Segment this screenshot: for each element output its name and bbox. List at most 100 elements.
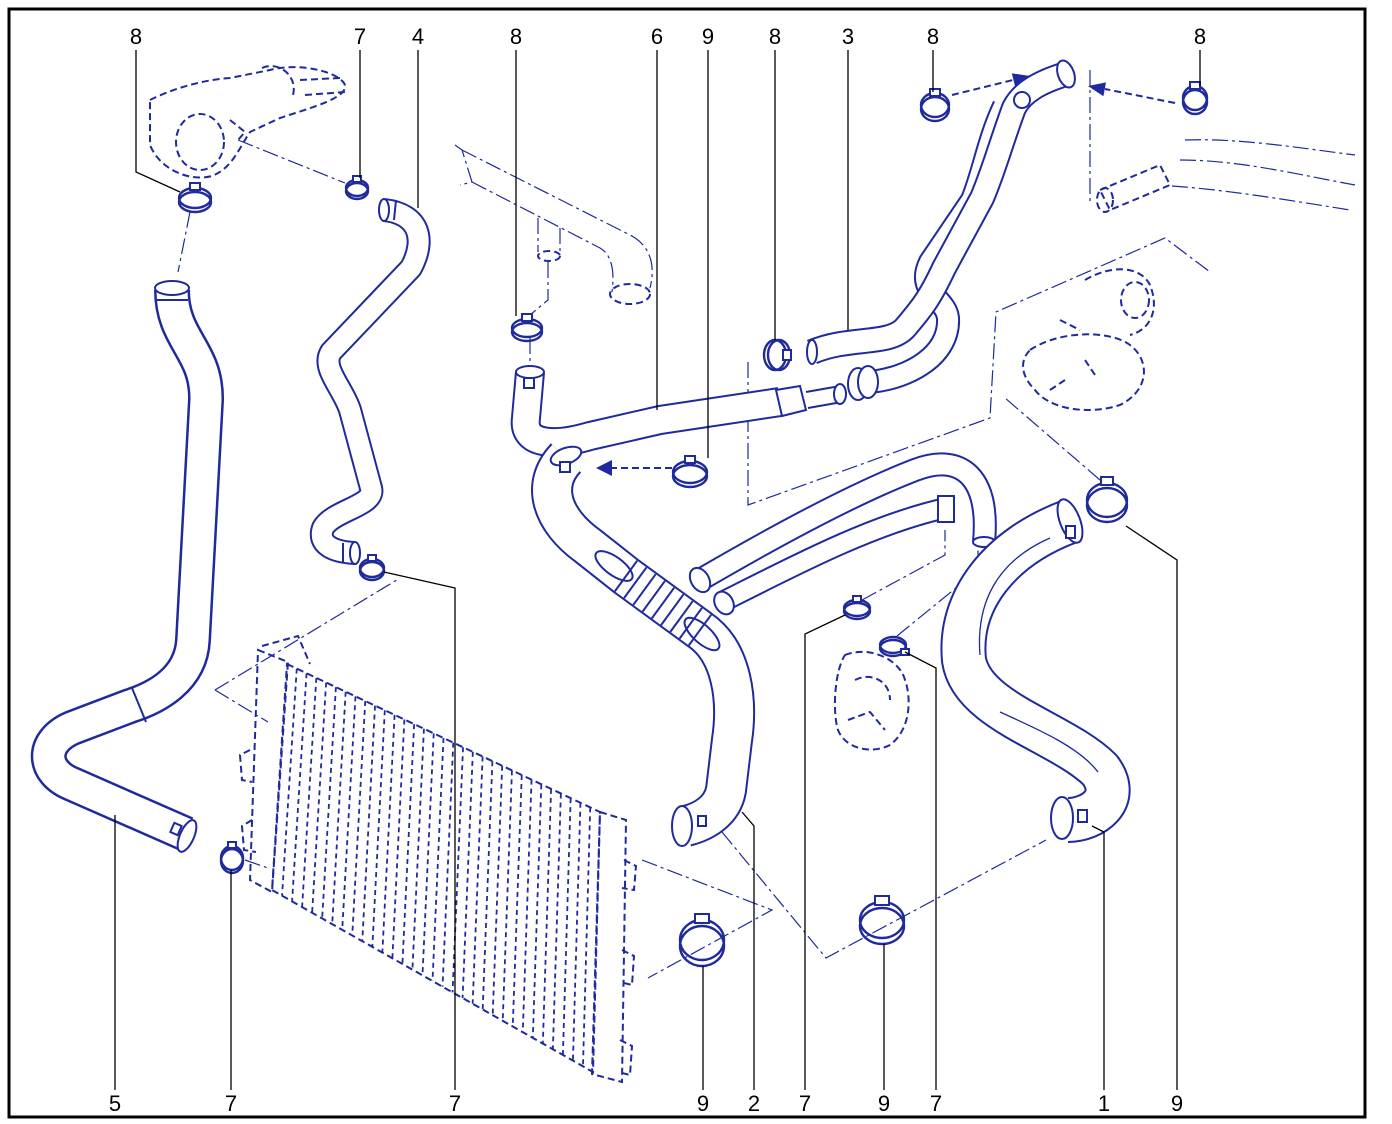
corrugation-rib: [613, 560, 639, 592]
hose-corrugation: [613, 560, 713, 646]
heater-pipe-connector-end: [1096, 187, 1114, 213]
callout-label: 8: [927, 24, 939, 49]
housing-cover: [175, 113, 225, 171]
hose-2: [531, 443, 997, 847]
callout-label: 3: [842, 24, 854, 49]
hose-clamp: [919, 88, 951, 123]
radiator-top-bracket: [261, 634, 311, 665]
radiator-fin-line: [562, 798, 572, 1055]
pipe-edge: [471, 181, 614, 293]
radiator-core-outline: [270, 662, 602, 1074]
hose-clamp: [842, 595, 872, 621]
alignment-line: [177, 211, 191, 273]
radiator-core-fins: [281, 668, 592, 1067]
hose-4: [309, 198, 431, 565]
hose-end: [378, 198, 390, 222]
hose-marker: [1077, 809, 1088, 823]
corrugation-rib: [641, 580, 666, 613]
hose-6: [510, 365, 847, 458]
clamp-screw-tab: [852, 595, 862, 603]
hose-clamp: [678, 913, 726, 968]
callout-label: 6: [651, 24, 663, 49]
clamp-screw-tab: [1100, 476, 1114, 486]
radiator-fin-line: [551, 793, 562, 1050]
radiator-fin-line: [411, 728, 425, 970]
hose-3: [806, 59, 1076, 401]
hose-clamp: [671, 455, 709, 489]
pump-body: [1022, 333, 1145, 411]
hose-clamp: [878, 635, 910, 658]
alignment-line: [641, 859, 774, 979]
alignment-line: [721, 831, 1047, 959]
hose-clamp: [219, 841, 245, 875]
pipe-branch: [537, 218, 561, 255]
radiator-fin-line: [471, 756, 484, 1004]
leader-line: [904, 651, 937, 1090]
pipe-edge: [461, 149, 653, 289]
radiator-fin-line: [301, 677, 318, 908]
hose-body: [311, 200, 429, 563]
alignment-line: [214, 689, 269, 723]
clamp-screw-tab: [874, 895, 890, 906]
radiator-fin-line: [572, 802, 582, 1061]
housing-detail: [229, 119, 247, 141]
alignment-line: [237, 139, 346, 184]
radiator-fin-line: [582, 807, 592, 1067]
callout-label: 7: [354, 24, 366, 49]
hose-marker: [1065, 525, 1076, 539]
callout-label: 8: [510, 24, 522, 49]
radiator-side-lug: [238, 749, 253, 783]
radiator-fin-line: [341, 696, 357, 930]
pump-outline: [1084, 268, 1155, 336]
arrow-left-icon: [1088, 82, 1106, 97]
radiator-fin-line: [331, 691, 347, 925]
heater-pipe: [1179, 159, 1356, 186]
leader-line: [1091, 825, 1105, 1090]
heater-pipe: [1184, 139, 1356, 156]
radiator-fin-line: [281, 668, 298, 896]
metal-pipe: [454, 144, 653, 305]
hose-joint: [131, 687, 147, 723]
hose-marker: [169, 821, 183, 837]
callout-label: 9: [697, 1091, 709, 1116]
fitting-detail: [854, 675, 891, 701]
alignment-line: [214, 577, 401, 691]
hose-cuff: [774, 384, 808, 418]
callout-label: 2: [748, 1091, 760, 1116]
pipe-branch-outlet: [537, 250, 561, 262]
corrugation-rib: [687, 614, 713, 646]
leader-line: [135, 50, 181, 193]
callout-label: 8: [769, 24, 781, 49]
hose-clamp: [177, 182, 213, 214]
arrow-left-icon: [596, 460, 612, 476]
hose-clamp: [1085, 476, 1129, 524]
radiator-fin-line: [351, 700, 367, 936]
hose-end: [349, 541, 361, 565]
pump-inlet: [1120, 281, 1150, 319]
clamp-screw-tab: [367, 554, 377, 562]
hose-highlight: [978, 537, 1051, 656]
clamp-band: [510, 321, 544, 343]
radiator-side-lug: [621, 859, 638, 892]
hose-body: [533, 444, 754, 845]
callout-label: 8: [1194, 24, 1206, 49]
clamp-screw-tab: [929, 88, 941, 97]
leader-line: [804, 614, 846, 1090]
hose-branch-cuff: [937, 495, 955, 523]
radiator-fin-line: [491, 765, 504, 1016]
callout-label: 9: [1171, 1091, 1183, 1116]
radiator-fin-line: [421, 733, 435, 976]
hose-end: [154, 280, 190, 296]
hose-branch-collar: [688, 566, 712, 594]
alignment-line: [747, 237, 1211, 506]
radiator-right-tank: [590, 810, 628, 1084]
callout-label: 8: [130, 24, 142, 49]
corrugation-rib: [632, 573, 657, 606]
fitting-detail: [847, 710, 886, 731]
pump-detail: [1049, 319, 1096, 391]
callout-label: 7: [449, 1091, 461, 1116]
hose-connector-ring: [857, 365, 879, 399]
radiator-fin-line: [521, 779, 533, 1033]
radiator-fin-line: [461, 751, 474, 999]
